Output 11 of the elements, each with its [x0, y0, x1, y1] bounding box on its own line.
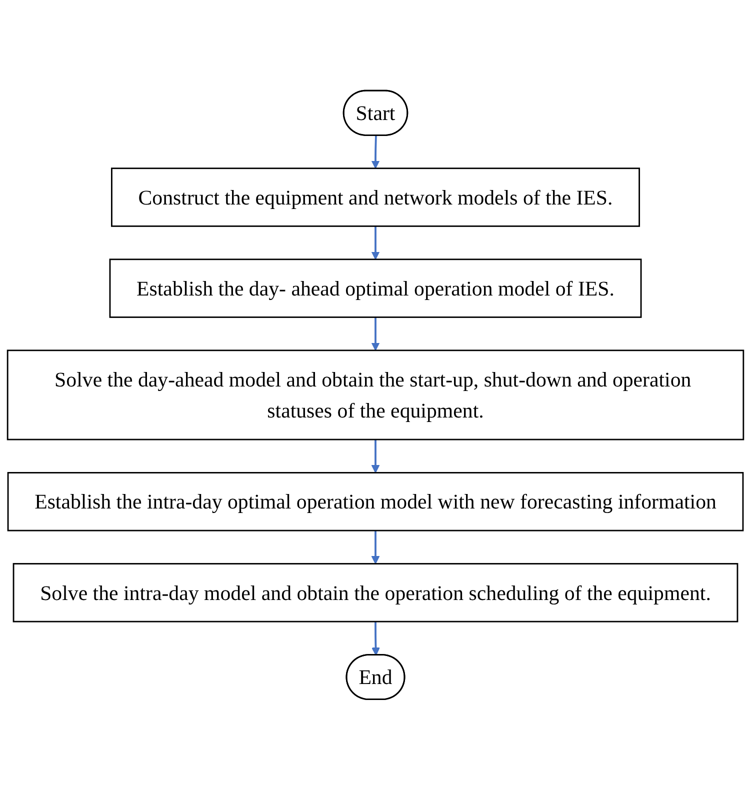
node-box: Solve the day-ahead model and obtain the start-up, shut-down and operation statuses of the equipment.	[6, 349, 744, 440]
node-box: Solve the intra-day model and obtain the operation scheduling of the equipment.	[12, 562, 738, 622]
node-box: Establish the day- ahead optimal operation model of IES.	[109, 258, 642, 318]
arrow	[371, 316, 380, 350]
node-box: Construct the equipment and network models of the IES.	[111, 167, 640, 226]
arrow	[372, 621, 380, 656]
arrow	[371, 530, 380, 564]
arrow	[371, 439, 380, 473]
arrow	[371, 135, 380, 168]
arrow	[371, 226, 380, 260]
node-box: Establish the intra-day optimal operation model with new forecasting information	[7, 472, 744, 531]
